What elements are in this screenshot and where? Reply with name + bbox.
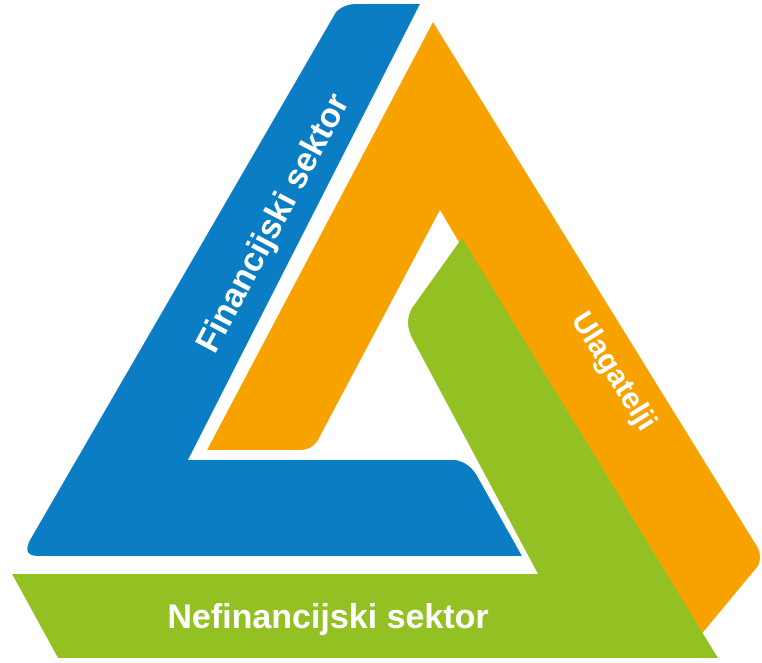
nefinancijski-sektor-band bbox=[12, 238, 718, 658]
ulagatelji-band bbox=[207, 22, 760, 642]
nefinancijski-sektor-label: Nefinancijski sektor bbox=[167, 598, 488, 636]
financijski-sektor-band bbox=[27, 4, 522, 556]
